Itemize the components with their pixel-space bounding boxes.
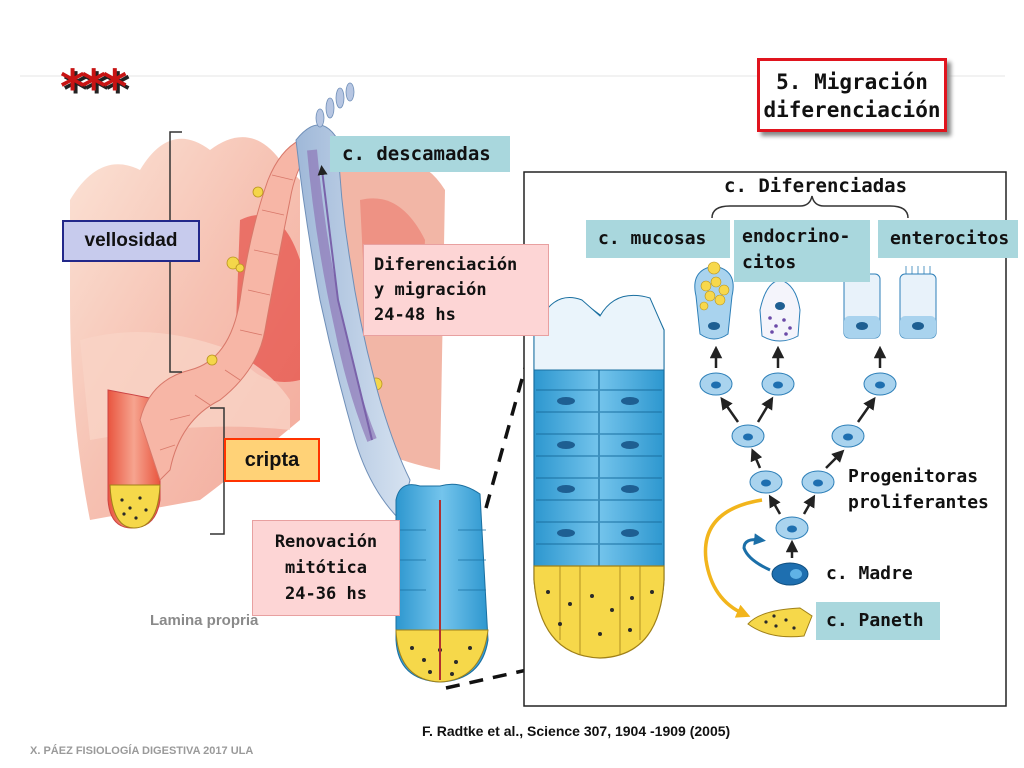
renovacion-mitotica-label: Renovación mitótica 24-36 hs — [252, 520, 400, 616]
diferenciacion-line1: Diferenciación — [374, 255, 518, 275]
stem-cell — [771, 562, 809, 586]
emphasis-stars: *** — [60, 60, 127, 116]
vellosidad-label: vellosidad — [62, 220, 200, 262]
goblet-cell — [694, 261, 734, 340]
enterocitos-label: enterocitos — [878, 220, 1018, 258]
progenitoras-line2: proliferantes — [848, 492, 989, 513]
descamadas-label: c. descamadas — [330, 136, 510, 172]
endocrinocitos-line1: endocrino- — [742, 226, 851, 247]
paneth-label: c. Paneth — [816, 602, 940, 640]
diferenciadas-label: c. Diferenciadas — [724, 175, 908, 197]
progenitoras-line1: Progenitoras — [848, 466, 979, 487]
slide-title-line2: diferenciación — [763, 98, 941, 122]
progenitoras-label: Progenitoras proliferantes — [848, 464, 989, 516]
mucosas-label: c. mucosas — [586, 220, 730, 258]
renovacion-line2: mitótica — [285, 558, 367, 578]
magnified-crypt — [533, 294, 665, 659]
slide-title: 5. Migración diferenciación — [757, 58, 947, 132]
footer-author: X. PÁEZ FISIOLOGÍA DIGESTIVA 2017 ULA — [30, 745, 254, 757]
self-renewal-arrow — [742, 533, 771, 572]
slide-title-line1: 5. Migración — [776, 70, 928, 94]
renovacion-line3: 24-36 hs — [285, 584, 367, 604]
cripta-label: cripta — [224, 438, 320, 482]
enteroendocrine-cell — [759, 279, 801, 342]
endocrinocitos-label: endocrino- citos — [734, 220, 870, 282]
diferenciacion-line3: 24-48 hs — [374, 305, 456, 325]
lineage-arrows — [709, 345, 887, 558]
renovacion-line1: Renovación — [274, 532, 378, 552]
diferenciacion-line2: y migración — [374, 280, 487, 300]
endocrinocitos-line2: citos — [742, 252, 797, 273]
diferenciadas-brace — [711, 195, 909, 219]
madre-label: c. Madre — [826, 563, 913, 584]
citation: F. Radtke et al., Science 307, 1904 -190… — [422, 723, 731, 739]
lamina-propria-label: Lamina propria — [150, 612, 259, 629]
migrating-villus — [295, 82, 411, 521]
diferenciacion-migracion-label: Diferenciación y migración 24-48 hs — [363, 244, 549, 336]
central-crypt — [395, 483, 489, 683]
enterocyte-cells — [843, 266, 937, 339]
paneth-differentiation-arrow — [703, 498, 763, 618]
paneth-cell — [747, 607, 813, 638]
